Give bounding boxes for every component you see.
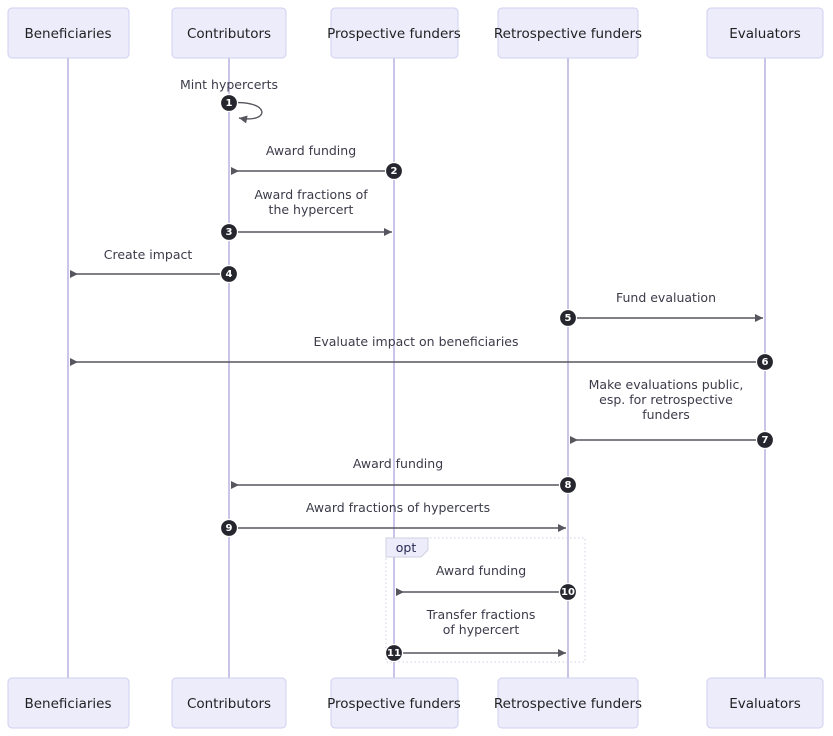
- message-marker-4: 4: [219, 264, 239, 284]
- participant-evaluators-bottom[interactable]: Evaluators: [706, 677, 824, 729]
- marker-number: 6: [762, 357, 769, 368]
- marker-number: 2: [391, 166, 398, 177]
- message-marker-2: 2: [384, 161, 404, 181]
- participant-beneficiaries-bottom[interactable]: Beneficiaries: [7, 677, 130, 729]
- participants-top-group: Beneficiaries Contributors Prospective fun…: [7, 7, 824, 59]
- participant-box: [171, 677, 287, 729]
- participant-label: Evaluators: [729, 26, 801, 42]
- marker-number: 11: [387, 648, 401, 659]
- participant-box: [171, 7, 287, 59]
- message-label: Create impact: [104, 247, 193, 262]
- participant-label: Prospective funders: [327, 696, 461, 712]
- marker-number: 9: [226, 523, 233, 534]
- message-marker-7: 7: [755, 430, 775, 450]
- fragments-group: opt: [385, 537, 586, 663]
- participant-label: Contributors: [187, 696, 271, 712]
- participant-contributors-top[interactable]: Contributors: [171, 7, 287, 59]
- marker-circle: [219, 264, 239, 284]
- participant-label: Evaluators: [729, 696, 801, 712]
- message-marker-3: 3: [219, 222, 239, 242]
- message-6: Evaluate impact on beneficiaries 6: [70, 334, 775, 372]
- message-marker-8: 8: [558, 475, 578, 495]
- participant-retrospective-bottom[interactable]: Retrospective funders: [494, 677, 642, 729]
- participant-beneficiaries-top[interactable]: Beneficiaries: [7, 7, 130, 59]
- message-label: Award funding: [266, 143, 356, 158]
- marker-circle: [558, 582, 578, 602]
- participant-label: Beneficiaries: [24, 696, 111, 712]
- marker-number: 7: [762, 435, 769, 446]
- message-marker-5: 5: [558, 308, 578, 328]
- message-marker-9: 9: [219, 518, 239, 538]
- message-marker-10: 10: [558, 582, 578, 602]
- participant-box: [7, 677, 130, 729]
- participant-box: [330, 677, 459, 729]
- participant-evaluators-top[interactable]: Evaluators: [706, 7, 824, 59]
- message-label: the hypercert: [269, 202, 354, 217]
- message-2: Award funding 2: [231, 143, 404, 181]
- message-marker-11: 11: [384, 643, 404, 663]
- participants-bottom-group: Beneficiaries Contributors Prospective fun…: [7, 677, 824, 729]
- participant-box: [497, 7, 639, 59]
- marker-number: 4: [226, 269, 233, 280]
- message-label: Award fractions of hypercerts: [306, 500, 490, 515]
- participant-box: [7, 7, 130, 59]
- participant-contributors-bottom[interactable]: Contributors: [171, 677, 287, 729]
- fragment-label: opt: [396, 540, 417, 555]
- participant-retrospective-top[interactable]: Retrospective funders: [494, 7, 642, 59]
- participant-label: Retrospective funders: [494, 26, 642, 42]
- marker-circle: [219, 518, 239, 538]
- message-10: Award funding 10: [396, 563, 578, 602]
- marker-circle: [755, 352, 775, 372]
- marker-circle: [384, 161, 404, 181]
- lifelines-group: [67, 58, 766, 678]
- fragment-opt-block: opt: [385, 537, 586, 663]
- message-4: Create impact 4: [70, 247, 239, 284]
- participant-label: Beneficiaries: [24, 26, 111, 42]
- message-label: Mint hypercerts: [180, 77, 278, 92]
- participant-label: Prospective funders: [327, 26, 461, 42]
- message-label: esp. for retrospective: [599, 392, 733, 407]
- message-marker-1: 1: [219, 93, 239, 113]
- message-label: Fund evaluation: [616, 290, 716, 305]
- marker-circle: [755, 430, 775, 450]
- marker-circle: [558, 475, 578, 495]
- marker-circle: [558, 308, 578, 328]
- message-marker-6: 6: [755, 352, 775, 372]
- message-label: Award funding: [353, 456, 443, 471]
- marker-number: 5: [565, 313, 572, 324]
- message-self-loop-arrow: [228, 101, 263, 124]
- fragment-tab: [385, 537, 429, 558]
- message-label: of hypercert: [443, 622, 520, 637]
- participant-box: [497, 677, 639, 729]
- message-1: Mint hypercerts 1: [180, 77, 278, 124]
- message-7: Make evaluations public,esp. for retrosp…: [570, 377, 775, 450]
- marker-number: 3: [226, 227, 233, 238]
- message-label: Award funding: [436, 563, 526, 578]
- message-8: Award funding 8: [231, 456, 578, 495]
- message-label: funders: [642, 407, 690, 422]
- participant-label: Contributors: [187, 26, 271, 42]
- participant-label: Retrospective funders: [494, 696, 642, 712]
- participant-box: [706, 677, 824, 729]
- participant-box: [706, 7, 824, 59]
- participant-prospective-top[interactable]: Prospective funders: [327, 7, 461, 59]
- marker-circle: [219, 93, 239, 113]
- marker-number: 8: [565, 480, 572, 491]
- marker-circle: [219, 222, 239, 242]
- message-label: Award fractions of: [254, 187, 368, 202]
- marker-circle: [384, 643, 404, 663]
- message-label: Make evaluations public,: [589, 377, 744, 392]
- marker-number: 10: [561, 587, 575, 598]
- message-label: Transfer fractions: [426, 607, 536, 622]
- participant-box: [330, 7, 459, 59]
- message-5: Fund evaluation 5: [558, 290, 763, 328]
- message-9: Award fractions of hypercerts 9: [219, 500, 566, 538]
- marker-number: 1: [226, 98, 233, 109]
- message-label: Evaluate impact on beneficiaries: [313, 334, 518, 349]
- fragment-border: [385, 537, 586, 663]
- participant-prospective-bottom[interactable]: Prospective funders: [327, 677, 461, 729]
